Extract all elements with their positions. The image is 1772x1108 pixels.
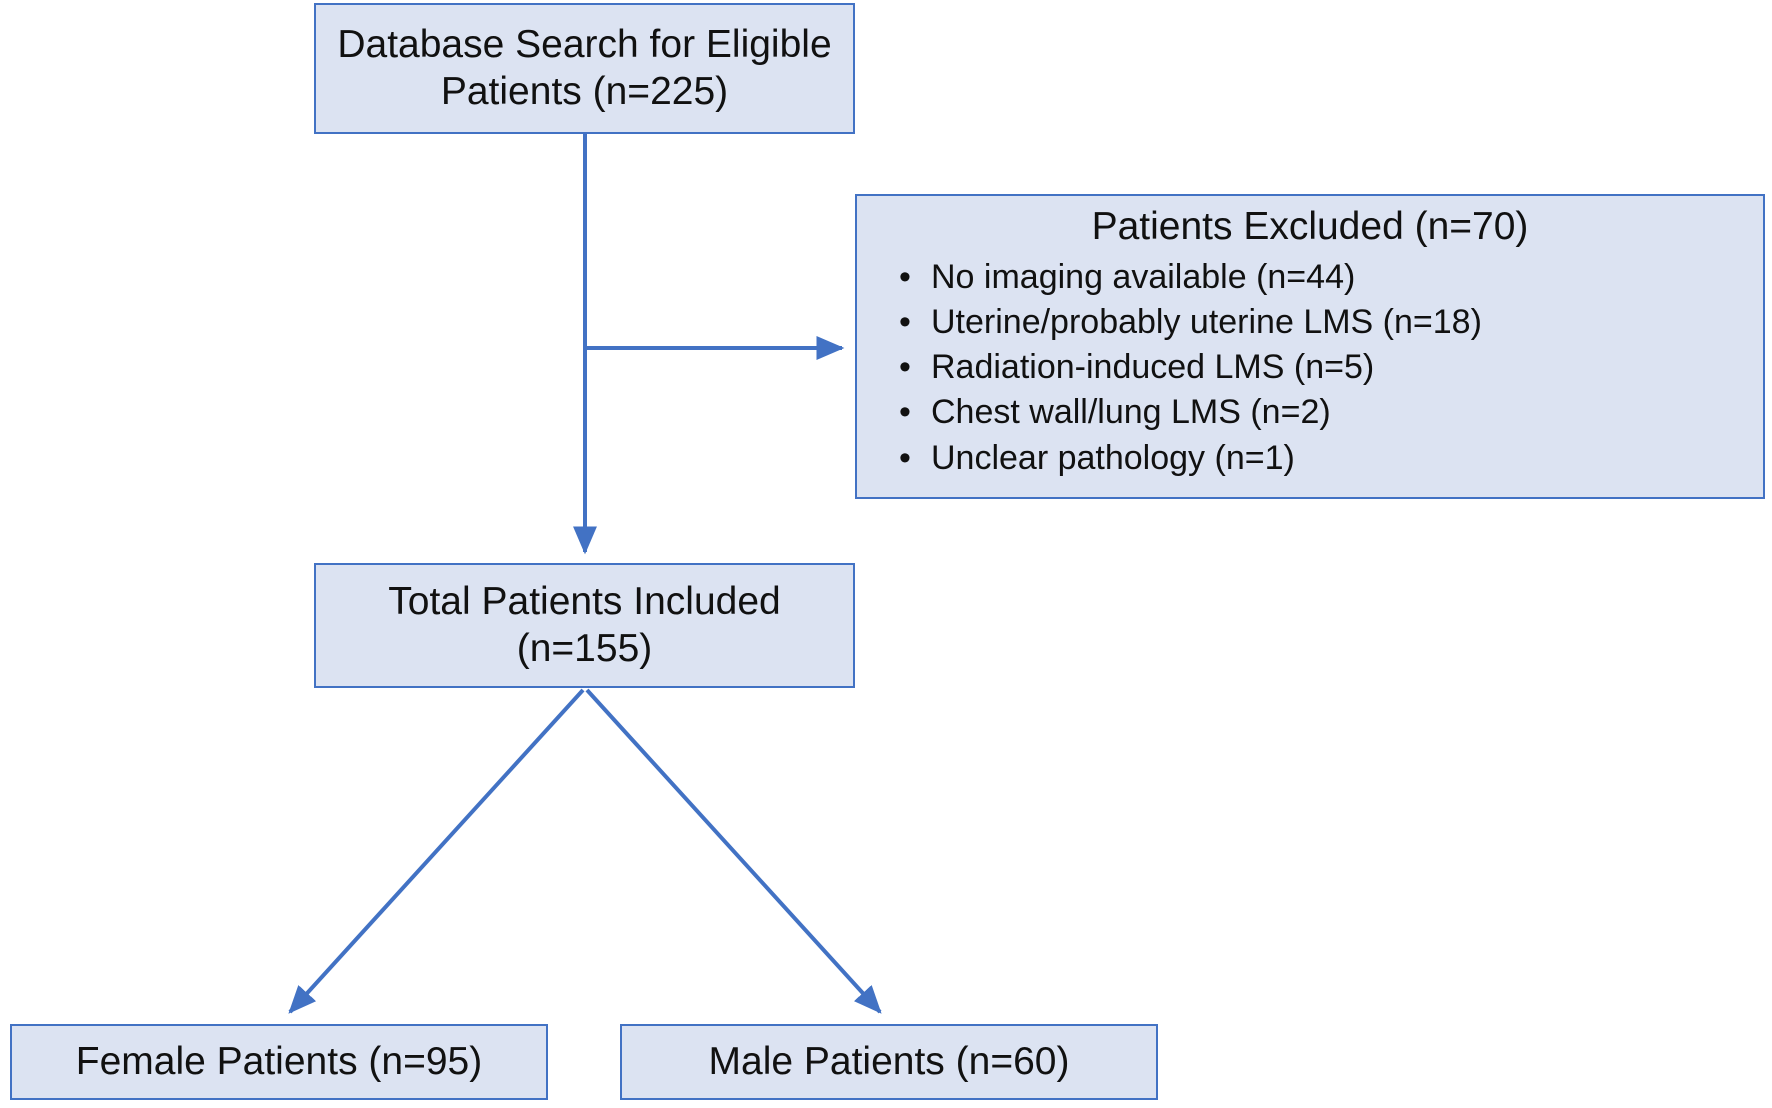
list-item-label: Radiation-induced LMS (n=5) [931, 348, 1375, 387]
node-total-patients-included-line1: Total Patients Included [388, 580, 781, 624]
node-female-patients: Female Patients (n=95) [10, 1024, 548, 1100]
list-item: • No imaging available (n=44) [891, 255, 1763, 300]
bullet-icon: • [899, 348, 911, 387]
bullet-icon: • [899, 257, 911, 296]
node-male-patients: Male Patients (n=60) [620, 1024, 1158, 1100]
node-male-patients-label: Male Patients (n=60) [708, 1039, 1070, 1083]
node-patients-excluded-title: Patients Excluded (n=70) [1091, 205, 1529, 248]
node-female-patients-label: Female Patients (n=95) [75, 1039, 483, 1083]
edge-included-to-male [585, 688, 882, 1014]
list-item: • Radiation-induced LMS (n=5) [891, 345, 1763, 390]
node-total-patients-included: Total Patients Included (n=155) [314, 563, 855, 688]
node-database-search: Database Search for Eligible Patients (n… [314, 3, 855, 134]
node-database-search-line1: Database Search for Eligible [337, 23, 832, 67]
list-item-label: Uterine/probably uterine LMS (n=18) [931, 303, 1482, 342]
list-item: • Unclear pathology (n=1) [891, 436, 1763, 481]
list-item-label: Chest wall/lung LMS (n=2) [931, 393, 1331, 432]
bullet-icon: • [899, 303, 911, 342]
list-item-label: Unclear pathology (n=1) [931, 438, 1295, 477]
list-item-label: No imaging available (n=44) [931, 257, 1356, 296]
node-total-patients-included-line2: (n=155) [516, 626, 653, 670]
node-patients-excluded: Patients Excluded (n=70) • No imaging av… [855, 194, 1765, 499]
exclusion-reason-list: • No imaging available (n=44) • Uterine/… [857, 255, 1763, 481]
bullet-icon: • [899, 393, 911, 432]
list-item: • Uterine/probably uterine LMS (n=18) [891, 300, 1763, 345]
node-database-search-line2: Patients (n=225) [440, 69, 729, 113]
bullet-icon: • [899, 438, 911, 477]
list-item: • Chest wall/lung LMS (n=2) [891, 390, 1763, 435]
edge-included-to-female [288, 688, 585, 1014]
